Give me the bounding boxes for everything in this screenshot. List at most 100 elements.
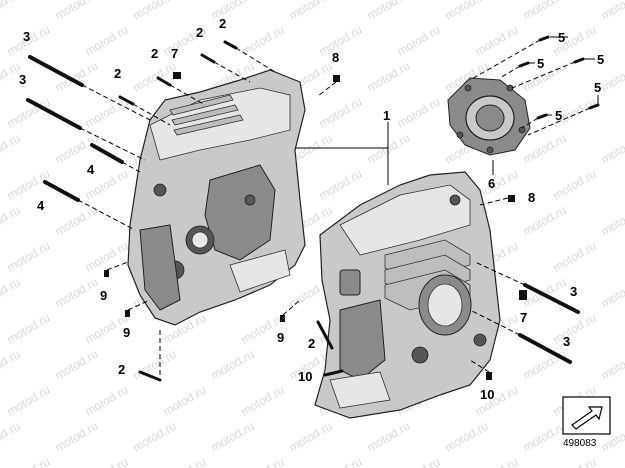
watermark-text: motod.ru <box>443 419 491 455</box>
callout-labels: 3 3 2 2 2 2 7 8 4 4 1 5 5 5 5 5 6 8 9 9 … <box>19 16 604 402</box>
watermark-text: motod.ru <box>209 0 257 23</box>
callout-2: 2 <box>219 16 226 31</box>
watermark-text: motod.ru <box>5 311 53 347</box>
callout-1: 1 <box>383 108 390 123</box>
callout-10: 10 <box>298 369 312 384</box>
watermark-text: motod.ru <box>551 311 599 347</box>
callout-9: 9 <box>277 330 284 345</box>
watermark-text: motod.ru <box>5 383 53 419</box>
medium-bolt <box>43 180 80 202</box>
callout-2: 2 <box>114 66 121 81</box>
callout-5: 5 <box>555 108 562 123</box>
long-bolt <box>26 98 82 130</box>
watermark-text: motod.ru <box>443 0 491 23</box>
watermark-text: motod.ru <box>0 131 23 167</box>
callout-6: 6 <box>488 176 495 191</box>
watermark-text: motod.ru <box>551 239 599 275</box>
watermark-text: motod.ru <box>0 203 23 239</box>
watermark-text: motod.ru <box>161 383 209 419</box>
watermark-text: motod.ru <box>599 0 625 23</box>
watermark-text: motod.ru <box>599 131 625 167</box>
watermark-text: motod.ru <box>365 419 413 455</box>
leader-lines <box>295 36 599 185</box>
watermark-text: motod.ru <box>53 419 101 455</box>
watermark-text: motod.ru <box>365 0 413 23</box>
callout-9: 9 <box>123 325 130 340</box>
callout-2: 2 <box>308 336 315 351</box>
callout-5: 5 <box>597 52 604 67</box>
watermark-text: motod.ru <box>209 419 257 455</box>
watermark-text: motod.ru <box>395 455 443 468</box>
callout-4: 4 <box>37 198 45 213</box>
watermark-text: motod.ru <box>365 131 413 167</box>
watermark-text: motod.ru <box>53 347 101 383</box>
watermark-text: motod.ru <box>5 167 53 203</box>
watermark-text: motod.ru <box>599 347 625 383</box>
watermark-text: motod.ru <box>521 347 569 383</box>
callout-2: 2 <box>118 362 125 377</box>
diagram-code: 498083 <box>563 438 597 449</box>
watermark-text: motod.ru <box>83 455 131 468</box>
watermark-text: motod.ru <box>209 347 257 383</box>
watermark-text: motod.ru <box>551 455 599 468</box>
right-crankcase-half <box>314 171 501 419</box>
long-bolt <box>28 55 84 87</box>
watermark-text: motod.ru <box>53 0 101 23</box>
housing-cover <box>447 77 531 156</box>
watermark-text: motod.ru <box>473 23 521 59</box>
watermark-text: motod.ru <box>395 23 443 59</box>
watermark-text: motod.ru <box>317 455 365 468</box>
watermark-text: motod.ru <box>131 59 179 95</box>
watermark-text: motod.ru <box>161 455 209 468</box>
orientation-badge: 498083 <box>562 396 611 449</box>
long-bolt <box>518 333 572 364</box>
watermark-text: motod.ru <box>0 275 23 311</box>
watermark-text: motod.ru <box>317 167 365 203</box>
watermark-text: motod.ru <box>395 95 443 131</box>
callout-10: 10 <box>480 387 494 402</box>
left-crankcase-half <box>127 69 306 326</box>
callout-7: 7 <box>520 310 527 325</box>
callout-5: 5 <box>558 30 565 45</box>
watermark-text: motod.ru <box>131 0 179 23</box>
watermark-text: motod.ru <box>239 383 287 419</box>
callout-9: 9 <box>100 288 107 303</box>
watermark-text: motod.ru <box>599 275 625 311</box>
watermark-text: motod.ru <box>53 275 101 311</box>
watermark-text: motod.ru <box>0 0 23 23</box>
watermark-text: motod.ru <box>521 419 569 455</box>
watermark-text: motod.ru <box>287 419 335 455</box>
callout-3: 3 <box>563 334 570 349</box>
watermark-text: motod.ru <box>521 203 569 239</box>
watermark-text: motod.ru <box>83 239 131 275</box>
watermark-text: motod.ru <box>131 419 179 455</box>
callout-8: 8 <box>332 50 339 65</box>
watermark-text: motod.ru <box>83 383 131 419</box>
watermark-text: motod.ru <box>287 0 335 23</box>
callout-8: 8 <box>528 190 535 205</box>
watermark-text: motod.ru <box>551 167 599 203</box>
watermark-text: motod.ru <box>5 455 53 468</box>
watermark-text: motod.ru <box>473 455 521 468</box>
callout-5: 5 <box>594 80 601 95</box>
watermark-text: motod.ru <box>239 455 287 468</box>
callout-3: 3 <box>570 284 577 299</box>
callout-3: 3 <box>23 29 30 44</box>
watermark-text: motod.ru <box>317 95 365 131</box>
watermark-text: motod.ru <box>521 131 569 167</box>
callout-2: 2 <box>196 25 203 40</box>
watermark-text: motod.ru <box>5 239 53 275</box>
watermark-text: motod.ru <box>0 347 23 383</box>
watermark-text: motod.ru <box>521 0 569 23</box>
watermark-text: motod.ru <box>599 203 625 239</box>
callout-7: 7 <box>171 46 178 61</box>
watermark-text: motod.ru <box>317 23 365 59</box>
watermark-text: motod.ru <box>83 23 131 59</box>
long-bolt <box>523 283 580 314</box>
watermark-text: motod.ru <box>365 59 413 95</box>
watermark-text: motod.ru <box>0 419 23 455</box>
watermark-text: motod.ru <box>239 23 287 59</box>
